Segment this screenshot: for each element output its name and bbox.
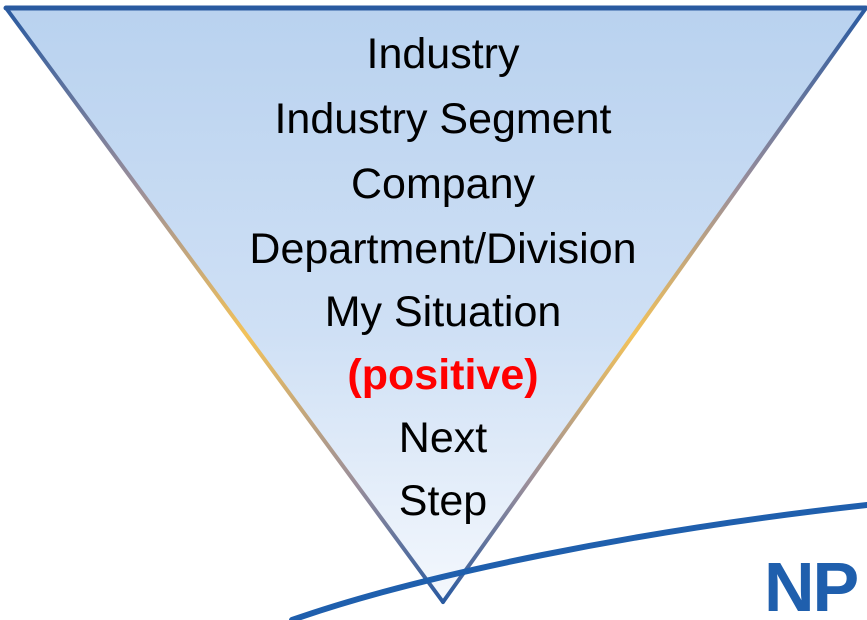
funnel-level-industry-segment: Industry Segment xyxy=(274,95,612,143)
funnel-level-positive: (positive) xyxy=(347,351,539,399)
funnel-left-edge xyxy=(4,6,445,604)
funnel-level-my-situation: My Situation xyxy=(324,288,562,336)
company-logo: NP xyxy=(764,548,859,620)
funnel-level-industry: Industry xyxy=(366,30,520,78)
funnel-level-department-division: Department/Division xyxy=(249,225,637,273)
swoosh-curve xyxy=(289,502,867,620)
funnel-level-step: Step xyxy=(398,477,488,525)
funnel-level-next: Next xyxy=(398,414,488,462)
funnel-right-edge xyxy=(441,6,867,604)
funnel-triangle xyxy=(6,8,866,602)
funnel-level-company: Company xyxy=(350,160,536,208)
